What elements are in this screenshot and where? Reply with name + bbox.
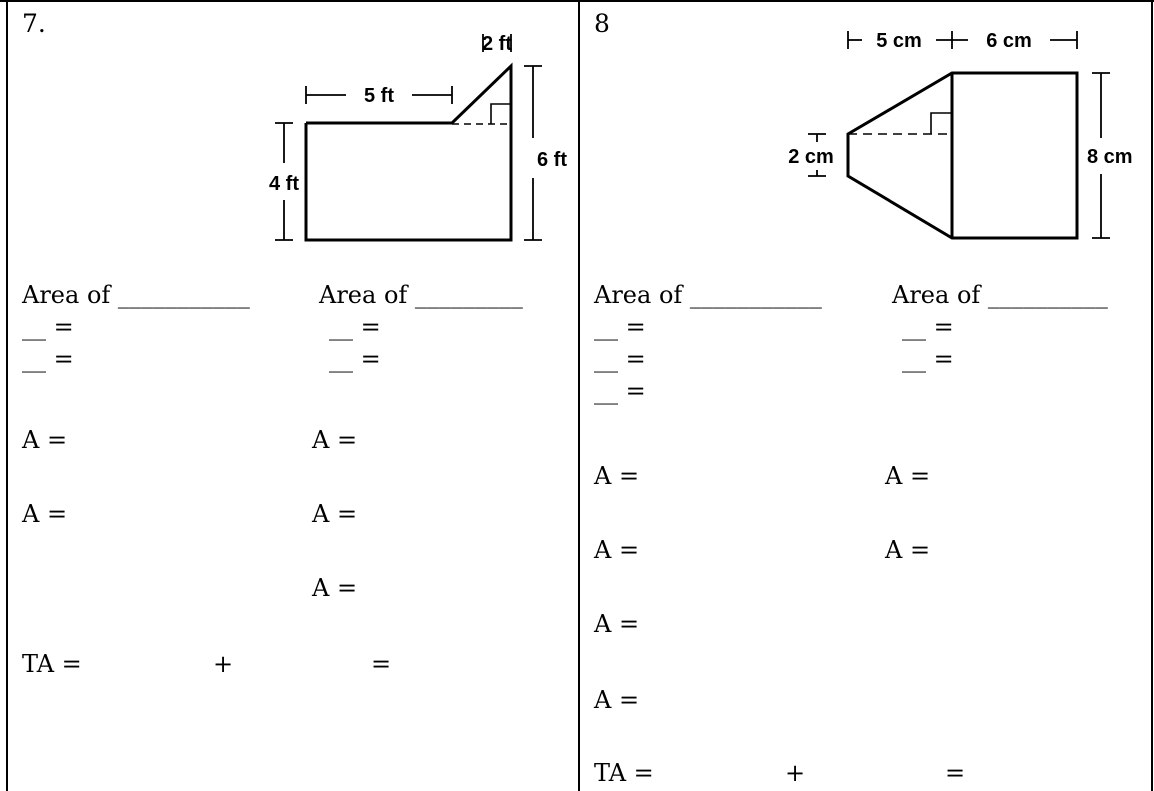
problem-8-formula-row: __ =	[594, 377, 646, 405]
problem-8-area-row: A =	[594, 462, 640, 490]
problem-7-area-of-right: Area of _________	[319, 281, 523, 309]
problem-7-area-row: A =	[312, 500, 358, 528]
problem-7-total-plus: +	[213, 650, 234, 678]
problem-7-area-row: A =	[22, 426, 68, 454]
problem-8-formula-row: __ =	[902, 345, 954, 373]
problem-8-total-equals: =	[945, 759, 966, 787]
problem-7-total-label: TA =	[22, 650, 82, 678]
problem-8-area-row: A =	[885, 462, 931, 490]
problem-7-dim-width: 5 ft	[364, 85, 394, 107]
problem-7-dim-height-right: 6 ft	[537, 149, 567, 171]
left-border	[6, 0, 8, 791]
problem-7-area-row: A =	[312, 426, 358, 454]
problem-8-formula-row: __ =	[594, 313, 646, 341]
center-divider	[578, 0, 580, 791]
problem-7-dim-top: 2 ft	[482, 33, 512, 55]
problem-7-total-equals: =	[371, 650, 392, 678]
problem-8-area-of-right: Area of __________	[892, 281, 1108, 309]
problem-7-figure: 5 ft 2 ft 4 ft 6 ft	[269, 33, 567, 242]
problem-8-area-of-left: Area of ___________	[594, 281, 822, 309]
problem-8-area-row: A =	[885, 536, 931, 564]
problem-8-dim-top-right: 6 cm	[986, 30, 1032, 52]
problem-7-formula-row: __ =	[329, 313, 381, 341]
top-border	[0, 0, 1154, 2]
problem-7-formula-row: __ =	[329, 345, 381, 373]
problem-7-formula-row: __ =	[22, 313, 74, 341]
problem-8-dim-left: 2 cm	[788, 146, 834, 168]
problem-8-area-row: A =	[594, 686, 640, 714]
problem-8-total-plus: +	[785, 759, 806, 787]
problem-7-area-row: A =	[312, 574, 358, 602]
problem-8-figure: 5 cm 6 cm 2 cm 8 cm	[788, 30, 1133, 240]
problem-8-area-row: A =	[594, 536, 640, 564]
right-border	[1151, 0, 1153, 791]
problem-8-dim-right: 8 cm	[1087, 146, 1133, 168]
problem-8-formula-row: __ =	[594, 345, 646, 373]
problem-8-dim-top-left: 5 cm	[876, 30, 922, 52]
problem-8-formula-row: __ =	[902, 313, 954, 341]
problem-7-area-of-left: Area of ___________	[22, 281, 250, 309]
problem-7-dim-height-left: 4 ft	[269, 173, 299, 195]
problem-8-area-row: A =	[594, 610, 640, 638]
problem-7-formula-row: __ =	[22, 345, 74, 373]
problem-7-area-row: A =	[22, 500, 68, 528]
problem-8-number: 8	[594, 9, 610, 38]
problem-7-number: 7.	[22, 9, 46, 38]
problem-8-total-label: TA =	[594, 759, 654, 787]
